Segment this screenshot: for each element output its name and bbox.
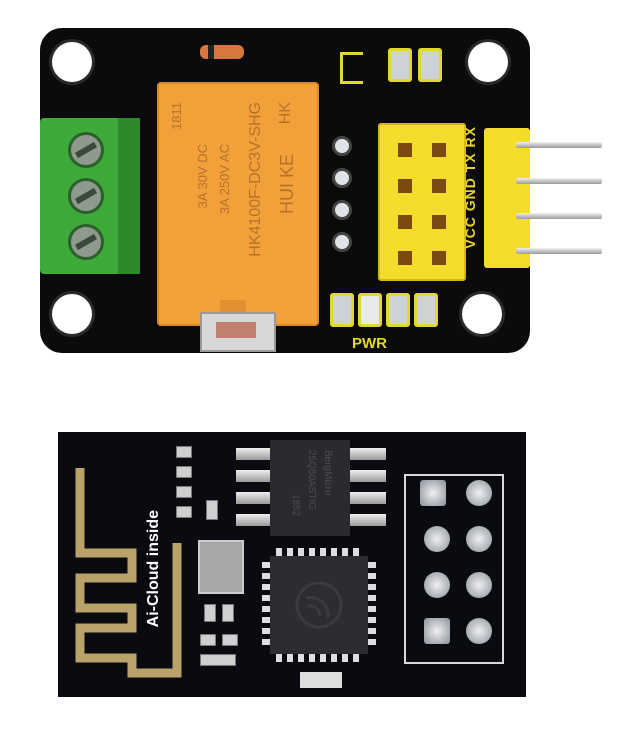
chip-pads-bottom xyxy=(276,654,362,662)
crystal-oscillator xyxy=(198,540,244,594)
relay-component: HK HUI KE HK4100F-DC3V-SHG 3A 250V AC 3A… xyxy=(157,82,319,326)
smd-capacitor xyxy=(300,672,342,688)
chip-leg xyxy=(236,514,272,526)
esp01-pin-header-outline xyxy=(404,474,504,664)
relay-rating-dc: 3A 30V DC xyxy=(195,144,210,209)
relay-brand-logo: HK xyxy=(277,102,294,125)
mount-hole xyxy=(52,42,92,82)
smd-resistor xyxy=(418,48,442,82)
smd-led xyxy=(176,506,192,518)
solder-pad xyxy=(466,526,492,552)
header-pin xyxy=(516,178,602,184)
flash-chip-part: 25Q80ASTIG xyxy=(306,450,317,511)
mount-hole xyxy=(52,294,92,334)
via-hole xyxy=(332,136,352,156)
chip-leg xyxy=(236,492,272,504)
mount-hole xyxy=(468,42,508,82)
tactile-switch-key xyxy=(216,322,256,338)
header-pin-labels: VCC GND TX RX xyxy=(462,126,478,249)
esp8266-chip xyxy=(270,556,368,654)
header-pin xyxy=(516,248,602,254)
via-hole xyxy=(332,200,352,220)
screw-terminal-back xyxy=(118,118,140,274)
header-hole xyxy=(432,215,446,229)
solder-pad xyxy=(466,572,492,598)
smd-capacitor xyxy=(222,604,234,622)
screw-icon xyxy=(68,224,104,260)
pwr-led xyxy=(358,293,382,327)
mount-hole xyxy=(462,294,502,334)
chip-leg xyxy=(350,448,386,460)
solder-pad xyxy=(466,480,492,506)
solder-pad-square xyxy=(420,480,446,506)
chip-pads-right xyxy=(368,562,376,648)
ai-cloud-label: Ai-Cloud inside xyxy=(145,510,162,628)
screw-icon xyxy=(68,132,104,168)
flash-chip-brand: BergMicro xyxy=(322,450,333,496)
chip-leg xyxy=(350,514,386,526)
chip-leg xyxy=(350,492,386,504)
chip-leg xyxy=(236,448,272,460)
diode xyxy=(200,45,244,59)
header-hole xyxy=(398,251,412,265)
pwr-label: PWR xyxy=(352,335,387,352)
header-hole xyxy=(398,179,412,193)
solder-pad xyxy=(466,618,492,644)
pcb-antenna-icon xyxy=(75,468,182,678)
smd-resistor xyxy=(388,48,412,82)
relay-model: HK4100F-DC3V-SHG xyxy=(247,102,264,257)
chip-pads-left xyxy=(262,562,270,648)
via-hole xyxy=(332,168,352,188)
esp01-female-header xyxy=(378,123,466,281)
smd-resistor xyxy=(176,466,192,478)
header-hole xyxy=(432,143,446,157)
male-pin-header xyxy=(484,128,530,268)
header-hole xyxy=(398,215,412,229)
smd-component xyxy=(222,634,238,646)
header-hole xyxy=(398,143,412,157)
header-pin xyxy=(516,142,602,148)
header-hole xyxy=(432,179,446,193)
solder-pad xyxy=(424,526,450,552)
header-pin xyxy=(516,213,602,219)
header-hole xyxy=(432,251,446,265)
smd-resistor xyxy=(176,486,192,498)
smd-capacitor xyxy=(206,500,218,520)
smd-capacitor xyxy=(204,604,216,622)
smd-component xyxy=(200,654,236,666)
flash-memory-chip: BergMicro 25Q80ASTIG 1852 xyxy=(270,440,350,536)
screw-icon xyxy=(68,178,104,214)
smd-component xyxy=(200,634,216,646)
via-hole xyxy=(332,232,352,252)
solder-pad xyxy=(424,572,450,598)
chip-leg xyxy=(350,470,386,482)
flash-chip-date: 1852 xyxy=(290,494,301,517)
relay-brand: HUI KE xyxy=(277,154,297,215)
espressif-logo-icon xyxy=(295,581,343,629)
relay-rating-ac: 3A 250V AC xyxy=(217,144,232,215)
relay-date-code: 1811 xyxy=(169,102,184,130)
smd-resistor xyxy=(414,293,438,327)
chip-pads-top xyxy=(276,548,362,556)
chip-leg xyxy=(236,470,272,482)
solder-pad-square xyxy=(424,618,450,644)
transistor-outline xyxy=(340,52,363,84)
smd-resistor xyxy=(386,293,410,327)
diode-band xyxy=(208,45,214,59)
smd-resistor xyxy=(330,293,354,327)
smd-led xyxy=(176,446,192,458)
